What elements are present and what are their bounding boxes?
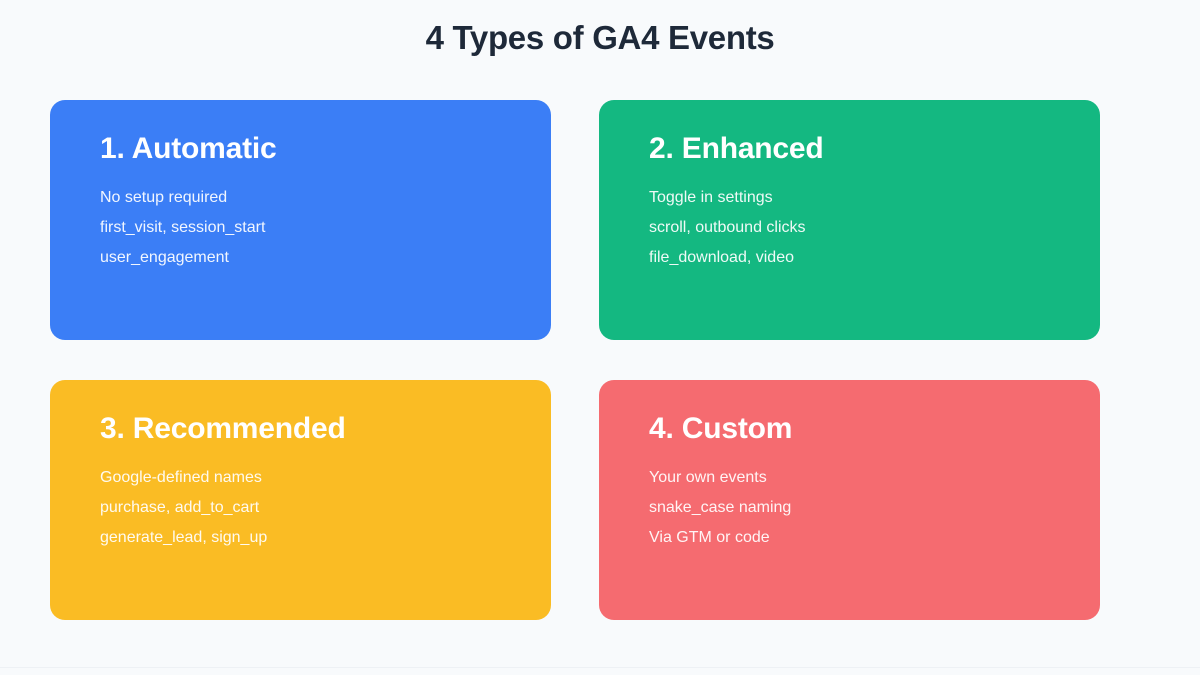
card-detail-line: scroll, outbound clicks <box>649 219 806 236</box>
card-detail-line: purchase, add_to_cart <box>100 499 260 516</box>
card-title: 4. Custom <box>649 412 793 445</box>
card-detail-line: Google-defined names <box>100 469 262 486</box>
card-detail-line: first_visit, session_start <box>100 219 266 236</box>
card-detail-list: Google-defined names purchase, add_to_ca… <box>100 463 551 553</box>
card-detail-line: No setup required <box>100 189 228 206</box>
card-detail-list: No setup required first_visit, session_s… <box>100 183 551 273</box>
card-recommended[interactable]: 3. Recommended Google-defined names purc… <box>50 380 551 620</box>
card-detail-line: file_download, video <box>649 249 794 266</box>
card-detail-line: snake_case naming <box>649 499 792 516</box>
card-detail-line: Toggle in settings <box>649 189 773 206</box>
card-detail-line: user_engagement <box>100 249 229 266</box>
card-automatic[interactable]: 1. Automatic No setup required first_vis… <box>50 100 551 340</box>
card-detail-line: generate_lead, sign_up <box>100 529 268 546</box>
card-title: 1. Automatic <box>100 132 277 165</box>
card-title: 2. Enhanced <box>649 132 824 165</box>
card-detail-line: Your own events <box>649 469 767 486</box>
card-detail-list: Your own events snake_case naming Via GT… <box>649 463 1100 553</box>
card-custom[interactable]: 4. Custom Your own events snake_case nam… <box>599 380 1100 620</box>
event-type-card-grid: 1. Automatic No setup required first_vis… <box>50 100 1100 620</box>
footer-divider <box>0 667 1200 668</box>
page-title: 4 Types of GA4 Events <box>425 19 775 56</box>
card-detail-line: Via GTM or code <box>649 529 770 546</box>
card-enhanced[interactable]: 2. Enhanced Toggle in settings scroll, o… <box>599 100 1100 340</box>
card-title: 3. Recommended <box>100 412 346 445</box>
card-detail-list: Toggle in settings scroll, outbound clic… <box>649 183 1100 273</box>
